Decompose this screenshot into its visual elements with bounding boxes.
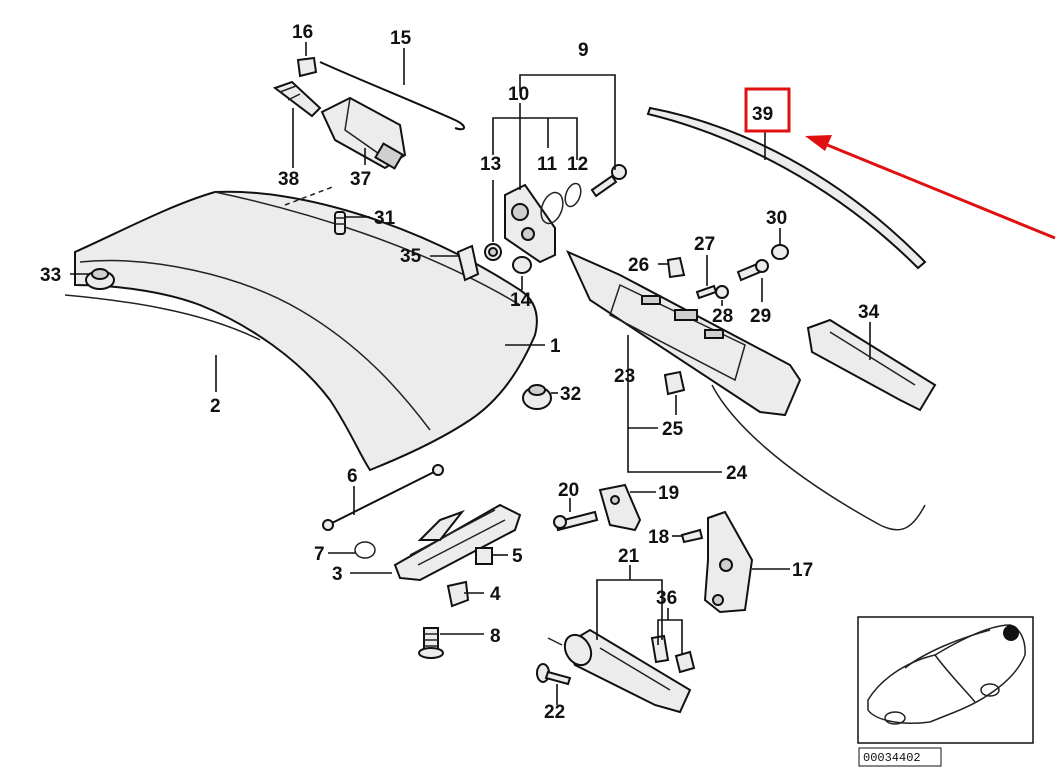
label-34: 34	[858, 302, 880, 323]
label-24: 24	[726, 463, 748, 484]
trim-strip-39	[646, 106, 927, 270]
label-6: 6	[347, 466, 358, 487]
screw-18	[680, 528, 704, 544]
key-9	[590, 164, 627, 198]
label-22: 22	[544, 702, 565, 723]
label-13: 13	[480, 154, 501, 175]
screw-13	[484, 243, 502, 261]
label-3: 3	[332, 564, 343, 585]
stud-31	[334, 211, 346, 235]
label-37: 37	[350, 169, 371, 190]
label-9: 9	[578, 40, 589, 61]
label-5: 5	[512, 546, 523, 567]
grommet-32	[522, 384, 552, 410]
label-29: 29	[750, 306, 771, 327]
bracket-34	[806, 318, 937, 412]
label-38: 38	[278, 169, 299, 190]
torsion-bar-6	[322, 464, 444, 531]
label-30: 30	[766, 208, 787, 229]
clip-4	[446, 580, 470, 608]
nut-14	[512, 256, 532, 274]
bracket-35	[456, 244, 480, 282]
clip-36b	[674, 650, 696, 674]
label-11: 11	[537, 154, 558, 175]
screw-27	[695, 284, 718, 300]
washer-28	[715, 285, 729, 299]
screw-22	[536, 663, 572, 686]
highlight-39: 39	[744, 87, 1056, 240]
label-35: 35	[400, 246, 422, 267]
lid-inner-24	[711, 384, 926, 531]
plate-panel-23	[565, 250, 802, 417]
actuator-37	[320, 96, 407, 170]
grommet-33	[85, 268, 115, 290]
label-33: 33	[40, 265, 61, 286]
lock-cylinder-21	[563, 628, 692, 714]
label-8: 8	[490, 626, 501, 647]
label-1: 1	[550, 336, 561, 357]
part-labels: 1 2 3 4 5 6 7 8 9 10 11 12 13 14 15 16 1…	[40, 22, 880, 723]
bracket-19	[598, 483, 642, 532]
latch-17	[703, 510, 754, 614]
highlight-arrow-head	[805, 135, 832, 151]
location-marker	[1003, 625, 1019, 641]
label-39: 39	[752, 104, 773, 125]
label-4: 4	[490, 584, 501, 605]
block-5	[475, 547, 493, 565]
label-16: 16	[292, 22, 313, 43]
bolt-8	[418, 627, 444, 659]
ring-12	[564, 182, 582, 208]
car-thumbnail	[857, 616, 1034, 744]
clip-16	[296, 56, 318, 78]
clip-25	[663, 370, 686, 396]
label-12: 12	[567, 154, 588, 175]
label-21: 21	[618, 546, 640, 567]
ring-7	[354, 541, 376, 559]
hinge-3	[393, 503, 522, 582]
label-15: 15	[390, 28, 412, 49]
label-20: 20	[558, 480, 579, 501]
label-36: 36	[656, 588, 677, 609]
leader-lines	[70, 42, 871, 705]
cable-15	[319, 61, 465, 131]
reference-code-box: 00034402	[858, 747, 942, 767]
label-25: 25	[662, 419, 684, 440]
trunk-lid	[64, 190, 538, 472]
label-31: 31	[374, 208, 396, 229]
label-14: 14	[510, 290, 532, 311]
highlight-box	[744, 87, 791, 133]
reference-code: 00034402	[863, 751, 921, 765]
label-23: 23	[614, 366, 635, 387]
bolt-20	[553, 510, 599, 532]
label-32: 32	[560, 384, 581, 405]
label-26: 26	[628, 255, 649, 276]
label-19: 19	[658, 483, 679, 504]
seal-11	[540, 191, 564, 225]
label-2: 2	[210, 396, 221, 417]
label-18: 18	[648, 527, 669, 548]
cap-30	[771, 244, 789, 260]
label-17: 17	[792, 560, 813, 581]
label-10: 10	[508, 84, 529, 105]
wire-21	[547, 637, 563, 646]
label-7: 7	[314, 544, 325, 565]
label-28: 28	[712, 306, 733, 327]
lock-housing-10	[504, 183, 556, 264]
rod-38	[272, 80, 322, 118]
bolt-26	[666, 256, 686, 279]
clip-36a	[650, 634, 670, 664]
screw-29	[736, 259, 769, 282]
highlight-arrow-line	[819, 140, 1056, 240]
label-27: 27	[694, 234, 715, 255]
